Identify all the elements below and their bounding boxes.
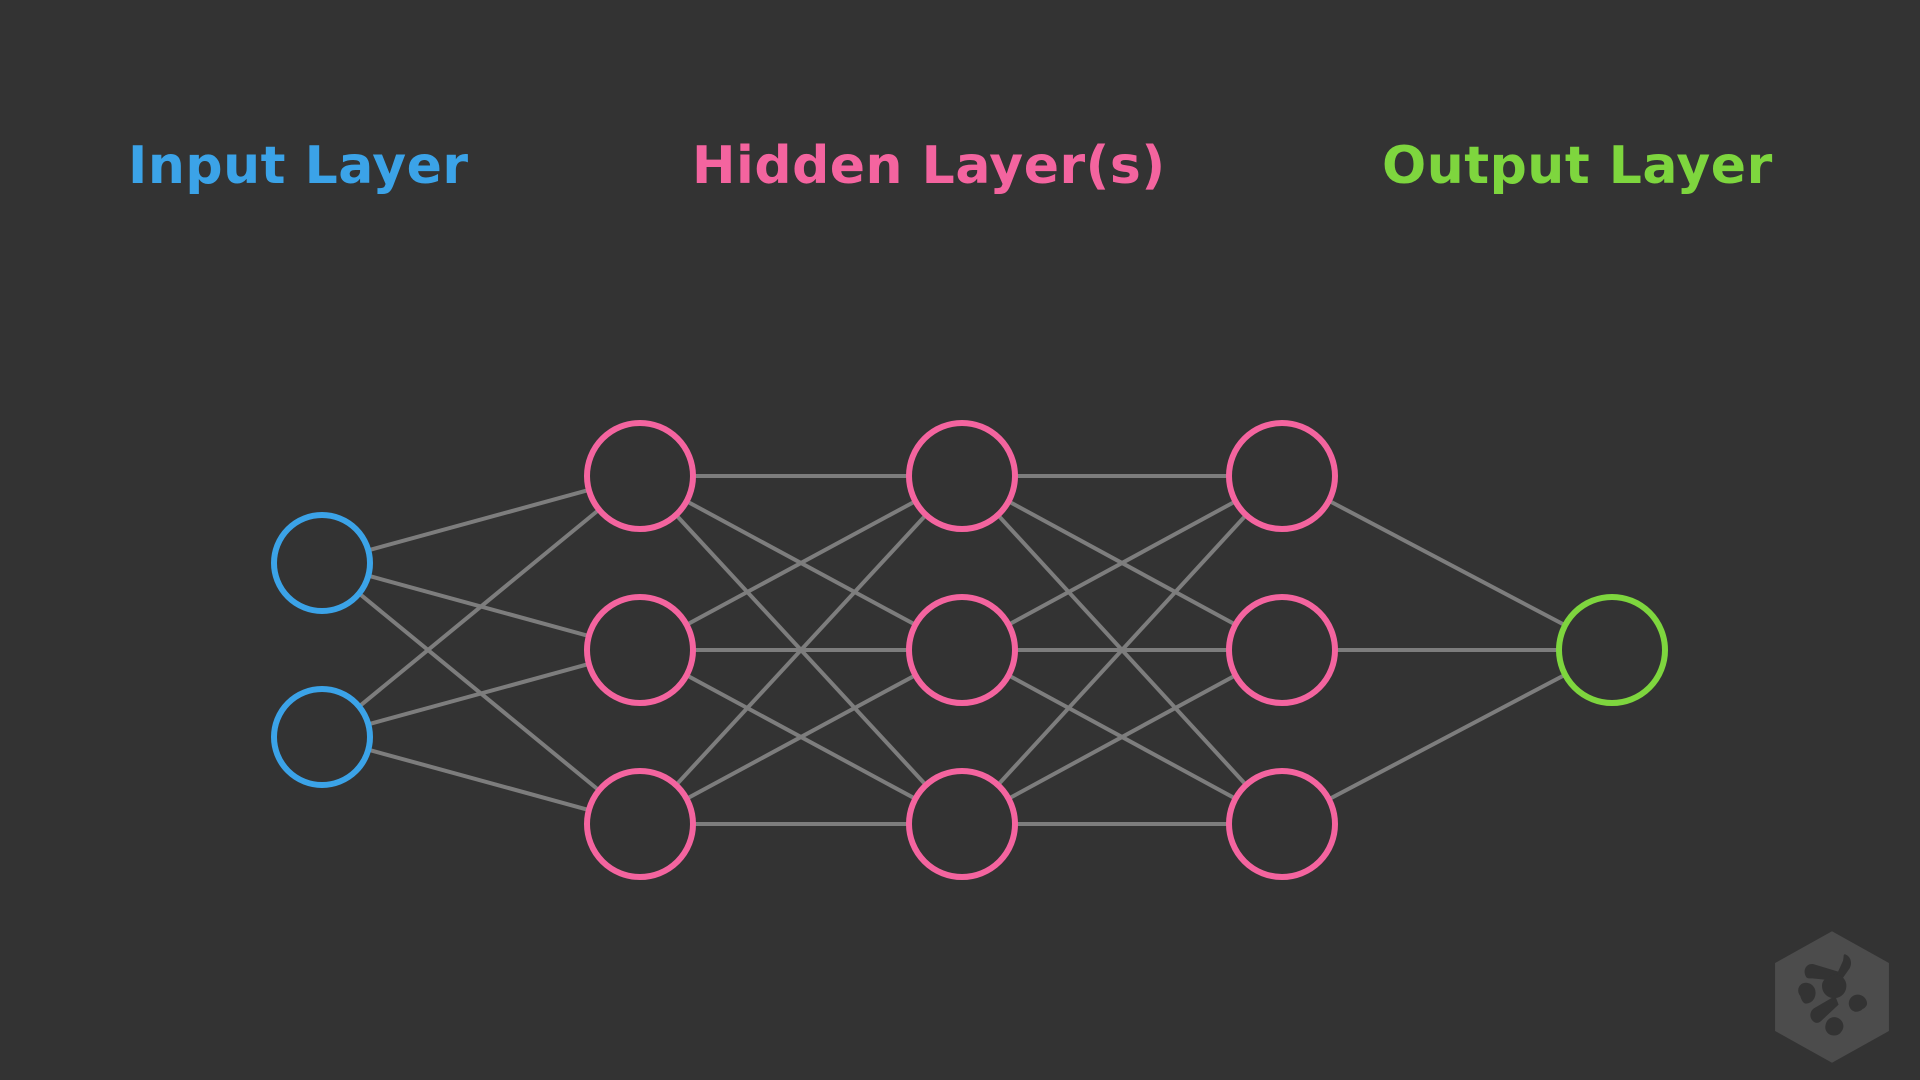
- connection-edge: [674, 513, 928, 787]
- node-hidden3-3: [1226, 768, 1338, 880]
- node-input-1: [271, 512, 373, 614]
- connection-edge: [367, 488, 590, 553]
- node-hidden3-2: [1226, 594, 1338, 706]
- connection-edge: [367, 662, 590, 727]
- connection-edge: [357, 591, 601, 792]
- node-hidden2-1: [906, 420, 1018, 532]
- node-hidden2-3: [906, 768, 1018, 880]
- connection-edge: [1007, 499, 1237, 627]
- node-input-2: [271, 686, 373, 788]
- output-layer-label: Output Layer: [1382, 136, 1773, 196]
- node-hidden2-2: [906, 594, 1018, 706]
- connection-edge: [367, 573, 590, 638]
- connection-edge: [367, 747, 590, 812]
- node-hidden1-2: [584, 594, 696, 706]
- hidden-layer-label: Hidden Layer(s): [692, 136, 1166, 196]
- node-hidden1-3: [584, 768, 696, 880]
- edges-group: [357, 474, 1567, 826]
- connection-edge: [357, 508, 601, 709]
- node-hidden3-1: [1226, 420, 1338, 532]
- connection-edge: [685, 499, 917, 627]
- connection-edge: [685, 673, 917, 801]
- connection-edge: [996, 513, 1248, 787]
- connection-edge: [1007, 673, 1237, 801]
- node-output-1: [1556, 594, 1668, 706]
- connection-edge: [1327, 672, 1567, 802]
- input-layer-label: Input Layer: [128, 136, 469, 196]
- node-hidden1-1: [584, 420, 696, 532]
- connection-edge: [1327, 498, 1567, 628]
- nodes-group: [271, 420, 1668, 880]
